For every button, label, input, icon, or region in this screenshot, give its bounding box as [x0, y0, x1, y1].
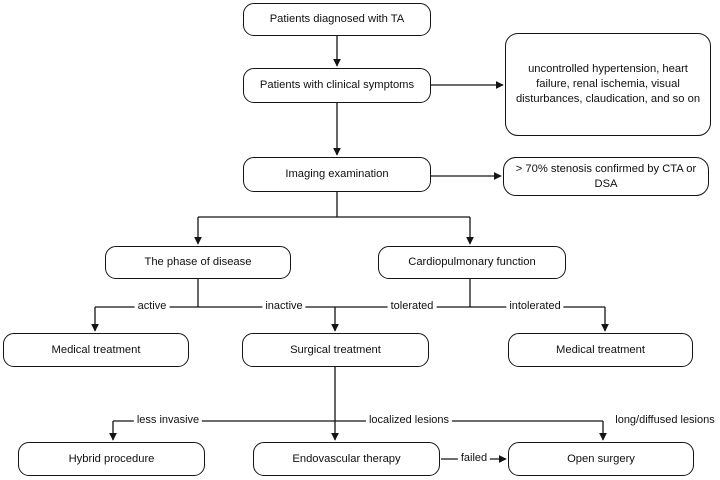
node-cardiopulmonary-function[interactable]: Cardiopulmonary function: [378, 246, 566, 279]
node-patients-diagnosed[interactable]: Patients diagnosed with TA: [243, 3, 431, 36]
edge-label-failed: failed: [457, 453, 491, 464]
edge-label-active: active: [134, 301, 170, 312]
edge-label-inactive: inactive: [262, 301, 306, 312]
edge-label-intolerated: intolerated: [506, 301, 564, 312]
edge-label-long-diffused-lesions: long/diffused lesions: [612, 415, 718, 426]
node-medical-treatment-left[interactable]: Medical treatment: [3, 333, 189, 367]
edge-label-localized-lesions: localized lesions: [365, 415, 453, 426]
note-stenosis-criteria: > 70% stenosis confirmed by CTA or DSA: [503, 157, 709, 196]
node-open-surgery[interactable]: Open surgery: [508, 442, 694, 476]
node-patients-clinical-symptoms[interactable]: Patients with clinical symptoms: [243, 68, 431, 103]
node-surgical-treatment[interactable]: Surgical treatment: [242, 333, 429, 367]
node-endovascular-therapy[interactable]: Endovascular therapy: [253, 442, 440, 476]
node-phase-of-disease[interactable]: The phase of disease: [105, 246, 291, 279]
edge-label-tolerated: tolerated: [387, 301, 437, 312]
edge-label-less-invasive: less invasive: [133, 415, 203, 426]
node-medical-treatment-right[interactable]: Medical treatment: [508, 333, 693, 367]
note-symptom-list: uncontrolled hypertension, heart failure…: [505, 33, 711, 136]
node-hybrid-procedure[interactable]: Hybrid procedure: [18, 442, 205, 476]
node-imaging-examination[interactable]: Imaging examination: [243, 157, 431, 192]
